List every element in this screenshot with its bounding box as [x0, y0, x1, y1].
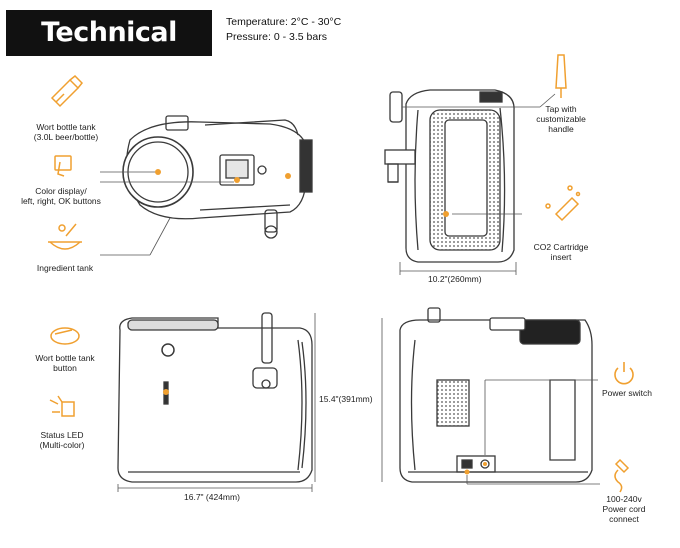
tap-handle-icon: [555, 54, 567, 98]
label-status-led: Status LED(Multi-color): [39, 430, 85, 450]
label-wort-tank: Wort bottle tank(3.0L beer/bottle): [33, 122, 99, 142]
dim-height: 15.4"(391mm): [319, 394, 373, 404]
power-switch-icon: [614, 362, 634, 385]
front-view: [384, 89, 515, 263]
dim-length: 16.7" (424mm): [184, 492, 240, 502]
label-power-switch: Power switch: [601, 388, 653, 398]
spec-temperature: Temperature: 2°C - 30°C: [226, 16, 342, 28]
display-hand-icon: [54, 155, 72, 177]
status-led-icon: [49, 395, 75, 417]
ingredient-bowl-icon: [48, 223, 82, 250]
co2-cartridge-icon: [545, 185, 581, 222]
power-switch-marker: [483, 462, 487, 466]
power-plug-icon: [614, 458, 630, 493]
top-view: [122, 115, 313, 239]
spec-pressure: Pressure: 0 - 3.5 bars: [226, 31, 327, 43]
label-color-display: Color display/left, right, OK buttons: [21, 186, 101, 206]
label-ingredient-tank: Ingredient tank: [36, 263, 94, 273]
side-view: [117, 312, 313, 483]
power-cord-marker: [464, 469, 470, 475]
wort-button-icon: [50, 327, 80, 345]
bottle-icon: [50, 74, 84, 108]
display-marker: [234, 177, 240, 183]
wort-tank-marker: [155, 169, 161, 175]
page-title: Technical Specs: [6, 10, 212, 94]
dim-width: 10.2"(260mm): [428, 274, 482, 284]
top-view-markers: [155, 169, 291, 183]
back-view: [399, 307, 593, 483]
co2-marker: [443, 211, 449, 217]
status-led-marker: [163, 389, 169, 395]
